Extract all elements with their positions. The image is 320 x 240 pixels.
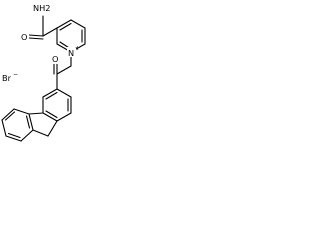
- carboxamide-group: [28, 15, 58, 40]
- bond-amide-c-o-2: [28, 37, 44, 40]
- n-label-mask: [67, 47, 76, 57]
- fl-bond-u-p: [13, 108, 30, 115]
- pyridinium-charge-label: +: [75, 45, 80, 52]
- fluorene-right-ring: [42, 88, 72, 122]
- fl-double-p-q: [25, 115, 31, 129]
- fl-bond-q-r: [20, 129, 34, 142]
- fl-bond-t-u: [1, 108, 15, 121]
- nh2-label-mask: [31, 2, 53, 14]
- five-bond-d-c9: [47, 120, 58, 137]
- fr-double-d-e: [45, 110, 58, 119]
- chemical-structure-diagram: NH2 O O N + Br −: [1, 2, 86, 142]
- fl-double-r-s: [7, 132, 21, 139]
- amide-oxygen-label: O: [21, 32, 27, 42]
- amide-o-label-mask: [20, 31, 29, 42]
- bond-amide-c-ring: [42, 27, 58, 37]
- bromide-charge-label: −: [13, 71, 18, 78]
- fr-bond-f-a: [42, 88, 58, 98]
- bond-amide-c-o-1: [28, 34, 44, 37]
- bond-ch2-co: [56, 65, 72, 75]
- amide-nh2-label: NH2: [33, 3, 51, 13]
- fl-bond-p-q: [28, 113, 34, 131]
- fr-double-f-a: [45, 91, 58, 100]
- ring-bond-c4-c5: [70, 19, 86, 29]
- fl-bond-r-s: [5, 135, 22, 142]
- fluorene-left-ring: [1, 108, 34, 142]
- ring-double-c3-c4: [59, 22, 72, 31]
- fl-bond-s-t: [1, 119, 7, 137]
- fr-bond-a-b: [56, 88, 72, 98]
- ketone-o-label-mask: [51, 53, 60, 64]
- fl-double-t-u: [4, 111, 16, 121]
- pyridinium-nitrogen-label: N: [68, 48, 74, 58]
- bromide-label: Br: [2, 73, 12, 83]
- five-bond-c9-lr: [32, 129, 49, 137]
- ring-bond-c3-c4: [56, 19, 72, 29]
- fluorene-five-ring: [28, 112, 58, 137]
- five-bond-e-lt: [28, 112, 44, 115]
- fr-bond-d-e: [42, 112, 58, 122]
- fr-bond-c-d: [56, 112, 72, 122]
- ketone-oxygen-label: O: [52, 54, 58, 64]
